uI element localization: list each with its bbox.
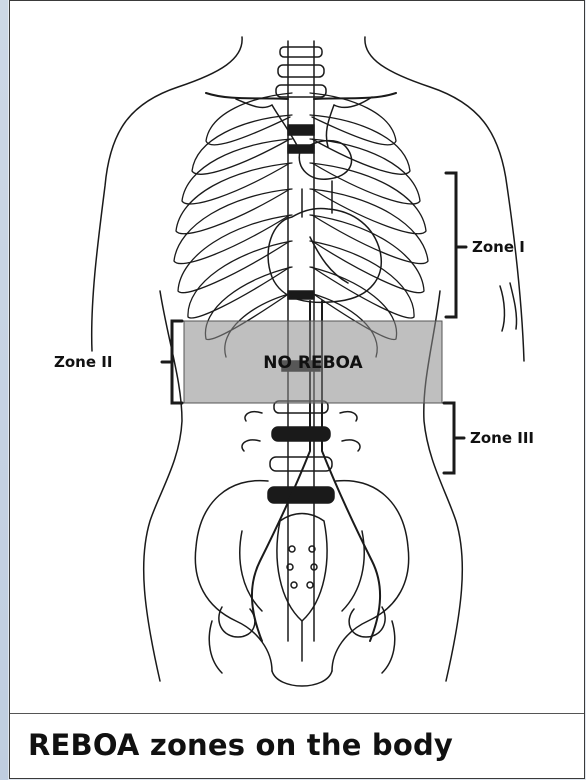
torso-skeleton-illustration: NO REBOA Zone I Zone II Zone III <box>10 1 584 713</box>
anatomy-figure: NO REBOA Zone I Zone II Zone III <box>10 1 584 713</box>
figure-card: NO REBOA Zone I Zone II Zone III REBOA z… <box>9 0 585 779</box>
left-edge-stripe <box>0 0 8 780</box>
caption-bar: REBOA zones on the body <box>10 713 584 779</box>
zone-3-label: Zone III <box>470 429 534 447</box>
figure-caption: REBOA zones on the body <box>28 728 453 762</box>
no-reboa-label: NO REBOA <box>263 353 363 373</box>
pelvis <box>195 481 408 686</box>
zone-2-label: Zone II <box>54 353 112 371</box>
zone-1-label: Zone I <box>472 238 525 256</box>
